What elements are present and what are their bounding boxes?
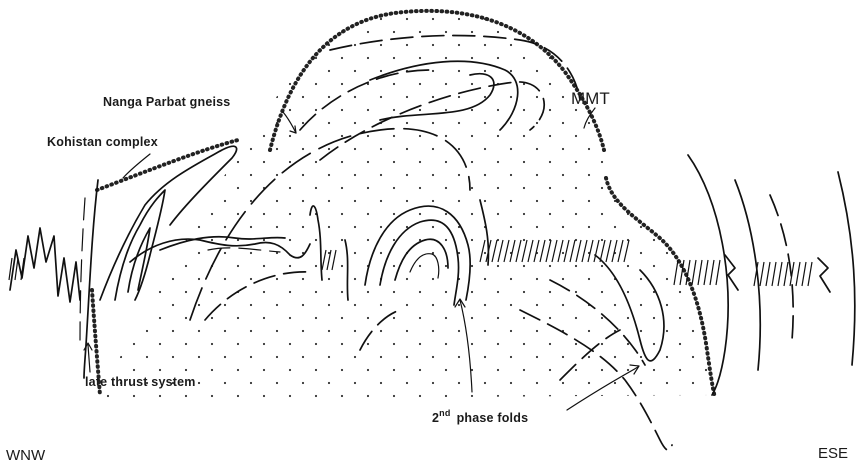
late-thrust-line-2 xyxy=(80,198,85,340)
label-kohistan-complex: Kohistan complex xyxy=(47,135,158,149)
label-nanga-parbat-gneiss: Nanga Parbat gneiss xyxy=(103,95,230,109)
left-squiggle xyxy=(10,228,80,302)
label-second-phase-superscript: nd xyxy=(439,408,450,418)
right-arc-2 xyxy=(735,180,760,370)
label-wnw: WNW xyxy=(6,447,46,464)
label-mmt: MMT xyxy=(571,89,610,108)
label-second-phase-number: 2 xyxy=(432,411,439,425)
label-second-phase-folds: 2nd phase folds xyxy=(432,408,528,425)
right-arc-3 xyxy=(838,172,855,365)
right-zigzag-2 xyxy=(818,258,830,292)
label-late-thrust-system: late thrust system xyxy=(85,375,196,389)
label-ese: ESE xyxy=(818,445,848,462)
label-second-phase-rest: phase folds xyxy=(457,411,529,425)
pointer-late-thrust xyxy=(88,345,90,372)
